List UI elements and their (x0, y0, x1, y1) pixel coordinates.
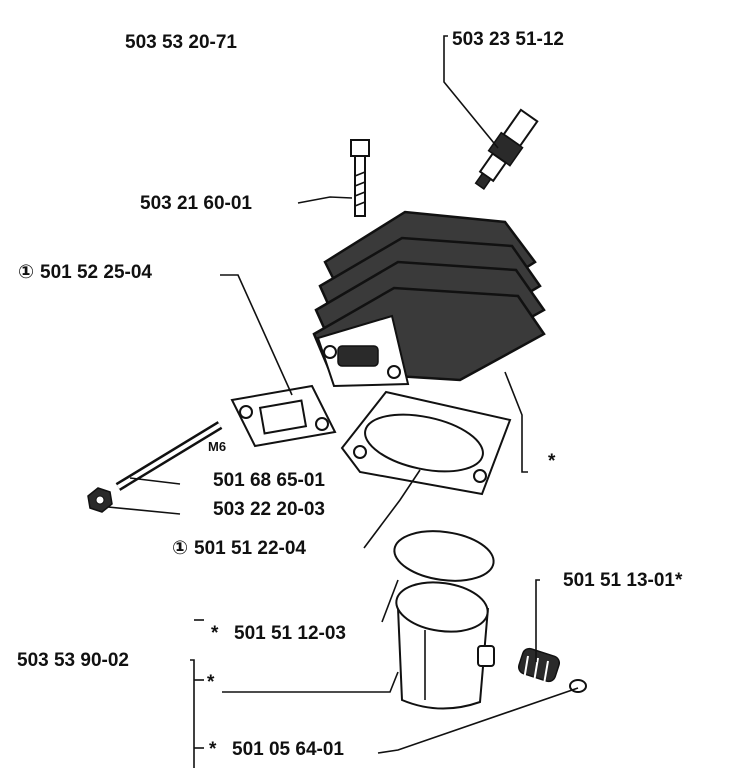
stud (115, 421, 223, 491)
spark-plug-label: 503 23 51-12 (452, 29, 564, 50)
circlip-label: 501 05 64-01 (232, 739, 344, 760)
exhaust-gasket (230, 384, 337, 448)
piston (395, 581, 495, 710)
assembly-kit-label: 503 53 20-71 (125, 32, 237, 53)
ring-mark: * (211, 623, 219, 644)
stud-label: 501 68 65-01 (213, 470, 325, 491)
thread-size-label: M6 (208, 439, 227, 454)
piston-mark: * (207, 672, 215, 693)
bolt-label: 503 21 60-01 (140, 193, 252, 214)
base-gasket-label: 501 51 22-04 (194, 538, 306, 559)
leader-lines (107, 35, 579, 768)
cylinder (312, 210, 546, 388)
spark-plug (474, 108, 539, 190)
cylinder-mark: * (548, 451, 556, 472)
exhaust-gasket-label: 501 52 25-04 (40, 262, 152, 283)
bolt (350, 139, 370, 217)
nut (87, 487, 113, 513)
circlip-mark: * (209, 739, 217, 760)
exhaust-gasket-marker: ① (18, 262, 35, 283)
piston-ring (393, 530, 495, 582)
decompression-valve (517, 647, 561, 685)
decomp-valve-label: 501 51 13-01* (563, 570, 683, 591)
nut-label: 503 22 20-03 (213, 499, 325, 520)
piston-ring-label: 501 51 12-03 (234, 623, 346, 644)
base-gasket (340, 390, 512, 496)
base-gasket-marker: ① (172, 538, 189, 559)
piston-kit-label: 503 53 90-02 (17, 650, 129, 671)
